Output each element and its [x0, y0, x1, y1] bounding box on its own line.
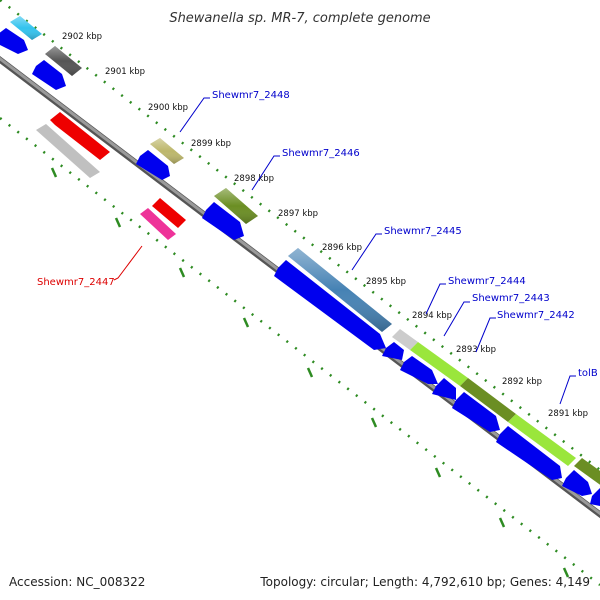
- feature-block-lightgray: [392, 329, 418, 350]
- accession-text: Accession: NC_008322: [9, 575, 145, 589]
- feature-blocks: [10, 16, 600, 485]
- inner-feature-blocks: [36, 112, 186, 240]
- cds-arrow: [136, 150, 170, 180]
- kbp-label: 2894 kbp: [412, 311, 452, 321]
- gene-label-tolb[interactable]: tolB: [578, 368, 598, 379]
- feature-block-silver: [36, 124, 100, 178]
- feature-block-pink: [140, 208, 176, 240]
- feature-block-olive-2: [460, 378, 516, 422]
- label-leader-lines: [179, 97, 576, 405]
- feature-arrow-red-large: [50, 112, 110, 160]
- cds-arrow: [432, 378, 456, 400]
- kbp-label: 2901 kbp: [105, 67, 145, 77]
- gene-label-shewmr7-2444[interactable]: Shewmr7_2444: [448, 276, 526, 287]
- highlight-leader-line: [113, 245, 143, 281]
- kbp-label: 2898 kbp: [234, 174, 274, 184]
- cds-arrow: [400, 356, 438, 384]
- cds-arrow: [496, 426, 562, 480]
- cds-arrow: [452, 392, 500, 432]
- outer-tick-track: [0, 0, 600, 471]
- feature-block-lime-1: [410, 342, 468, 386]
- kbp-label: 2902 kbp: [62, 32, 102, 42]
- gene-label-shewmr7-2445[interactable]: Shewmr7_2445: [384, 226, 462, 237]
- kbp-label: 2891 kbp: [548, 409, 588, 419]
- feature-arrow-red-small: [152, 198, 186, 228]
- gene-label-shewmr7-2442[interactable]: Shewmr7_2442: [497, 310, 575, 321]
- cds-arrow: [274, 260, 386, 350]
- topology-text: Topology: circular; Length: 4,792,610 bp…: [259, 575, 590, 589]
- kbp-label: 2899 kbp: [191, 139, 231, 149]
- kbp-labels: 2902 kbp 2901 kbp 2900 kbp 2899 kbp 2898…: [62, 32, 588, 419]
- gene-label-shewmr7-2447[interactable]: Shewmr7_2447: [37, 277, 115, 288]
- gene-label-shewmr7-2448[interactable]: Shewmr7_2448: [212, 90, 290, 101]
- map-title: Shewanella sp. MR-7, complete genome: [169, 11, 430, 26]
- cds-arrows: [0, 28, 600, 506]
- kbp-label: 2897 kbp: [278, 209, 318, 219]
- kbp-label: 2893 kbp: [456, 345, 496, 355]
- kbp-label: 2895 kbp: [366, 277, 406, 287]
- cds-arrow: [32, 60, 66, 90]
- gene-labels: Shewmr7_2448 Shewmr7_2446 Shewmr7_2445 S…: [37, 90, 598, 379]
- cds-arrow: [590, 488, 600, 506]
- cds-arrow: [0, 28, 28, 54]
- kbp-label: 2892 kbp: [502, 377, 542, 387]
- kbp-label: 2896 kbp: [322, 243, 362, 253]
- gene-label-shewmr7-2443[interactable]: Shewmr7_2443: [472, 293, 550, 304]
- feature-block-olive-3: [574, 458, 600, 485]
- inner-tick-track: [0, 117, 600, 586]
- cds-arrow: [562, 470, 592, 496]
- cds-arrow: [202, 202, 244, 240]
- cds-arrow: [382, 342, 404, 360]
- kbp-label: 2900 kbp: [148, 103, 188, 113]
- gene-label-shewmr7-2446[interactable]: Shewmr7_2446: [282, 148, 360, 159]
- feature-block-lime-2: [508, 414, 576, 466]
- tick-marks-inner: [50, 167, 570, 578]
